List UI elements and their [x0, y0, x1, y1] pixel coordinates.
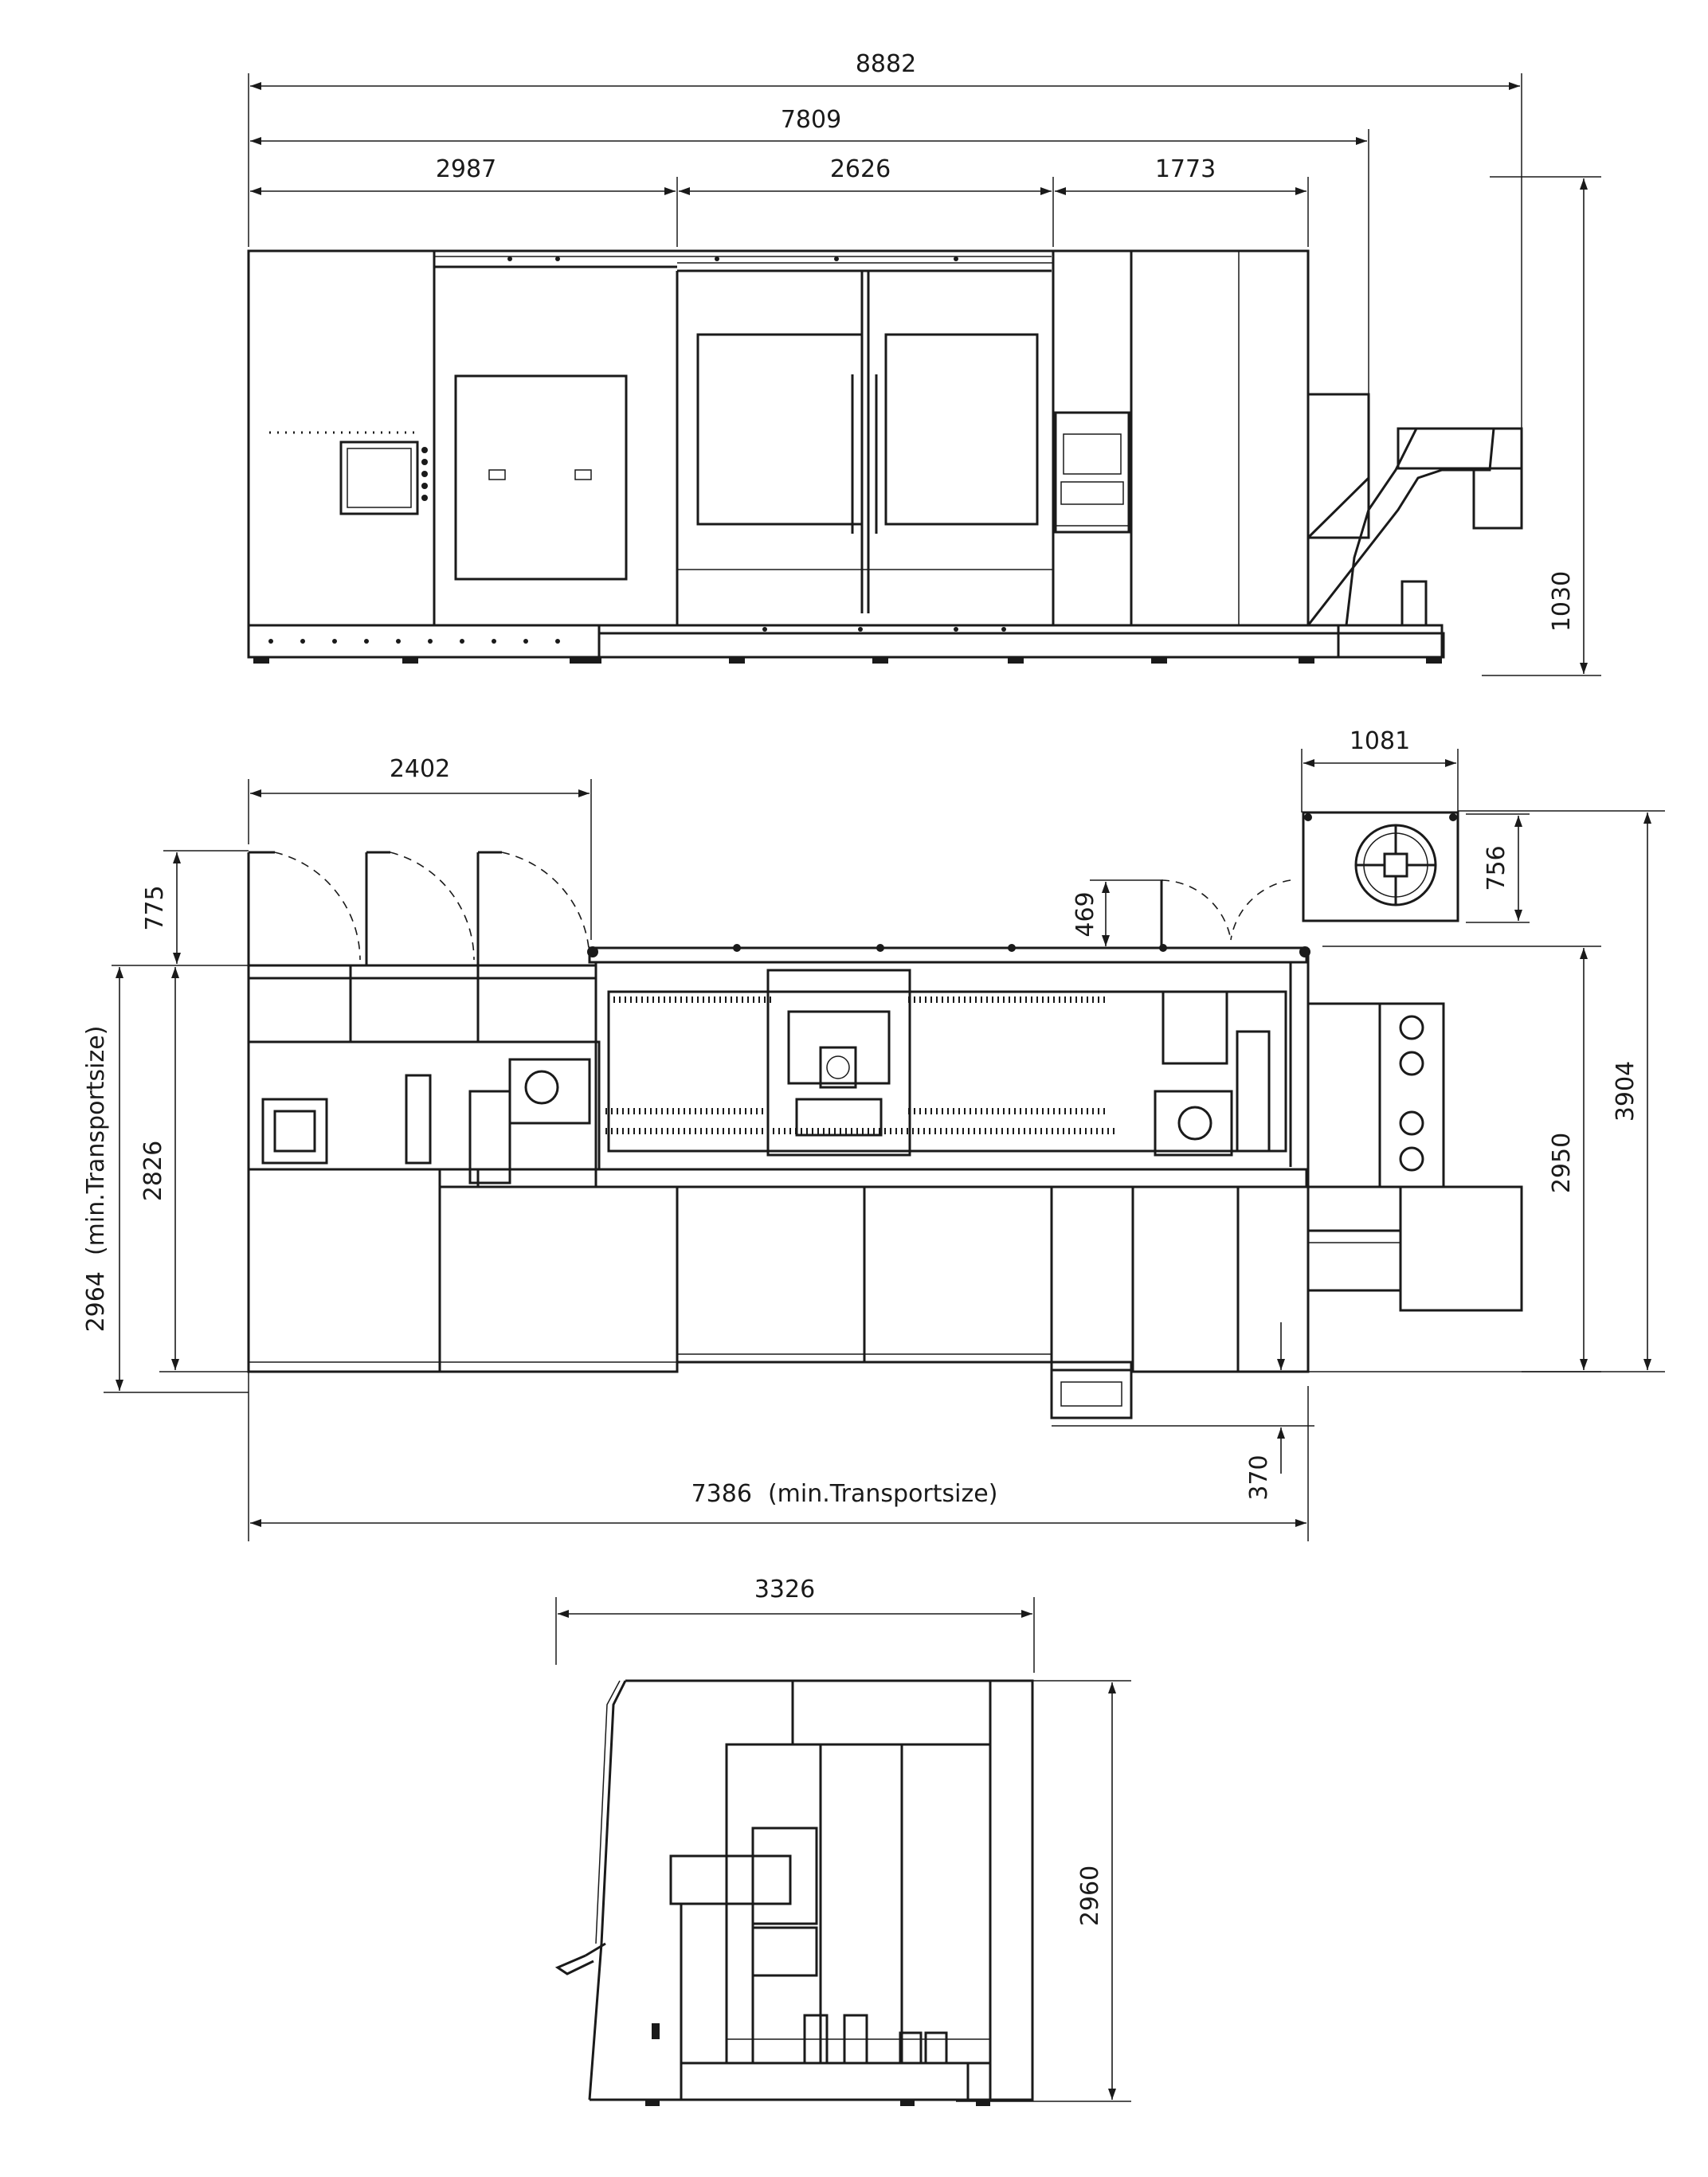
dim-length-without-conveyor: 7809: [781, 106, 841, 134]
dim-left-section: 2987: [436, 155, 496, 183]
dim-depth-min-transport: 2964 (min.Transportsize): [82, 1026, 110, 1333]
front-access-panel: [454, 374, 628, 581]
dim-depth-overall: 3904: [1612, 1061, 1639, 1122]
top-conveyor-unit: [1302, 811, 1459, 922]
top-dimensions: 2402 1081 756 775 469 2964 (min.Transport…: [82, 727, 1665, 1541]
dim-door-swing-right: 469: [1071, 891, 1099, 937]
dim-conveyor-height: 1030: [1548, 571, 1576, 632]
front-pendant-top: [1050, 1361, 1133, 1419]
control-screen-frame: [339, 440, 419, 515]
side-upper-unit: [669, 1854, 792, 1905]
door-window-left: [696, 333, 864, 526]
dim-right-section: 1773: [1155, 155, 1216, 183]
top-door-swings: [247, 851, 1291, 965]
dim-side-width: 3326: [754, 1576, 815, 1603]
dim-length-min-transport-note: (min.Transportsize): [768, 1480, 997, 1508]
side-dimensions: 3326 2960: [555, 1576, 1131, 2102]
front-chip-conveyor: [1305, 393, 1523, 659]
dim-depth-right: 2950: [1548, 1133, 1576, 1193]
dim-length-min-transport-value: 7386: [691, 1480, 752, 1508]
dim-conveyor-unit-depth: 756: [1483, 845, 1510, 891]
side-view: 3326 2960: [554, 1576, 1131, 2106]
top-view: 2402 1081 756 775 469 2964 (min.Transport…: [82, 727, 1665, 1541]
dim-depth-min-transport-value: 2964: [82, 1271, 110, 1332]
front-view: 8882 7809 2987 2626 1773 1030: [247, 50, 1601, 676]
front-machine-outline: [247, 249, 1445, 664]
side-machine-outline: [554, 1679, 1034, 2106]
dim-overall-length: 8882: [856, 50, 916, 78]
dim-door-swing-width: 2402: [390, 755, 450, 783]
door-window-right: [884, 333, 1039, 526]
dim-conveyor-unit-width: 1081: [1350, 727, 1410, 755]
dim-panel-offset: 370: [1245, 1455, 1273, 1500]
dim-side-height: 2960: [1076, 1866, 1104, 1926]
dim-depth-min-transport-note: (min.Transportsize): [82, 1026, 110, 1255]
dim-depth-main: 2826: [139, 1141, 167, 1201]
dim-length-min-transport: 7386 (min.Transportsize): [691, 1480, 998, 1508]
dim-door-swing-left: 775: [141, 885, 169, 930]
gantry-carriage: [766, 969, 911, 1157]
dim-center-section: 2626: [830, 155, 891, 183]
top-machine-outline: [247, 944, 1523, 1419]
front-dimensions: 8882 7809 2987 2626 1773 1030: [248, 50, 1601, 676]
operator-pendant: [1054, 411, 1130, 534]
